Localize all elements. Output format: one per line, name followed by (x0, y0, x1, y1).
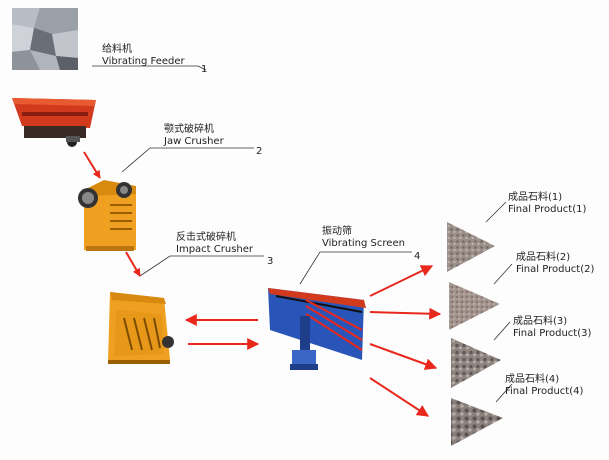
leader-lines (92, 65, 513, 403)
product-4-label-zh: 成品石料(4) (505, 374, 560, 385)
screen-label-en: Vibrating Screen (322, 238, 405, 249)
product-3-label-en: Final Product(3) (513, 328, 592, 339)
screen-label-zh: 振动筛 (322, 226, 352, 237)
jaw-crusher-label: 颚式破碎机 Jaw Crusher (164, 124, 224, 148)
screen-label: 振动筛 Vibrating Screen (322, 226, 405, 250)
product-3-label: 成品石料(3) Final Product(3) (513, 316, 591, 340)
impact-crusher-label-en: Impact Crusher (176, 244, 254, 255)
raw-rock-image (12, 8, 78, 70)
feeder-number: 1 (201, 64, 208, 75)
feeder-label: 给料机 Vibrating Feeder (102, 44, 185, 68)
jaw-crusher-number: 2 (256, 146, 263, 157)
product-2-label-zh: 成品石料(2) (516, 252, 571, 263)
impact-crusher-machine (108, 292, 174, 364)
final-product-pile-3 (451, 338, 501, 388)
product-1-label-en: Final Product(1) (508, 204, 587, 215)
vibrating-screen-machine (268, 288, 366, 370)
screen-number: 4 (414, 251, 421, 262)
jaw-crusher-machine (78, 180, 136, 251)
final-product-pile-2 (449, 282, 500, 330)
arrow-screen-to-product-4 (369, 377, 430, 417)
arrow-screen-to-product-2 (369, 307, 442, 320)
product-1-label: 成品石料(1) Final Product(1) (508, 192, 586, 216)
impact-crusher-number: 3 (267, 256, 274, 267)
arrow-screen-to-product-1 (369, 265, 434, 297)
product-1-label-zh: 成品石料(1) (508, 192, 563, 203)
feeder-label-zh: 给料机 (102, 44, 132, 55)
jaw-crusher-label-en: Jaw Crusher (164, 136, 224, 147)
product-2-label: 成品石料(2) Final Product(2) (516, 252, 594, 276)
vibrating-feeder-machine (12, 98, 96, 147)
jaw-crusher-label-zh: 颚式破碎机 (164, 124, 214, 135)
product-2-label-en: Final Product(2) (516, 264, 595, 275)
arrow-feeder-to-jaw (83, 151, 101, 179)
impact-crusher-label-zh: 反击式破碎机 (176, 232, 236, 243)
product-3-label-zh: 成品石料(3) (513, 316, 568, 327)
impact-crusher-label: 反击式破碎机 Impact Crusher (176, 232, 253, 256)
flow-arrows (83, 151, 442, 417)
final-product-pile-4 (451, 398, 503, 446)
arrow-screen-to-product-3 (369, 343, 438, 370)
final-product-pile-1 (447, 222, 495, 272)
product-4-label: 成品石料(4) Final Product(4) (505, 374, 583, 398)
product-4-label-en: Final Product(4) (505, 386, 584, 397)
feeder-label-en: Vibrating Feeder (102, 56, 185, 67)
arrow-jaw-to-impact (125, 251, 141, 277)
